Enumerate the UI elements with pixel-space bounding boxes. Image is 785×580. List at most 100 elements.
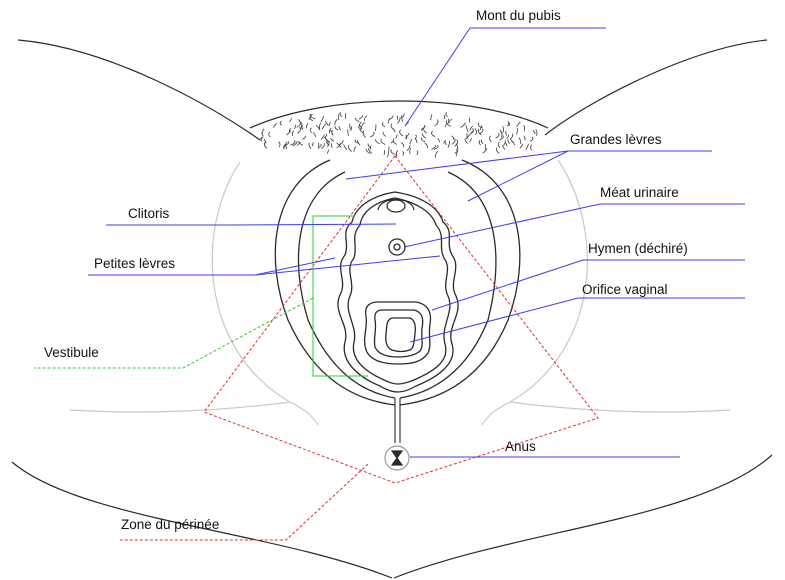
perineal-raphe	[395, 398, 400, 443]
hair-stroke	[321, 116, 324, 122]
hair-stroke	[400, 130, 403, 136]
hair-stroke	[384, 150, 385, 155]
hair-stroke	[469, 118, 470, 123]
hair-stroke	[348, 145, 351, 151]
hair-stroke	[421, 138, 425, 142]
label-mont-du-pubis: Mont du pubis	[476, 9, 561, 23]
hair-stroke	[422, 134, 425, 139]
hair-stroke	[307, 123, 309, 128]
labia-minora	[338, 192, 458, 392]
hair-stroke	[498, 142, 500, 148]
hair-stroke	[446, 112, 448, 117]
hair-stroke	[351, 126, 352, 131]
hair-stroke	[370, 132, 374, 137]
hair-stroke	[383, 132, 386, 137]
hair-stroke	[475, 128, 476, 134]
hair-stroke	[444, 141, 446, 145]
hair-stroke	[391, 150, 396, 155]
hair-stroke	[365, 116, 367, 121]
hair-stroke	[510, 134, 513, 140]
hair-stroke	[354, 147, 356, 152]
hair-stroke	[356, 118, 360, 122]
hair-stroke	[424, 130, 427, 133]
hair-stroke	[370, 145, 371, 149]
hair-stroke	[292, 131, 293, 136]
hair-stroke	[297, 122, 301, 127]
hair-stroke	[309, 143, 311, 149]
hair-stroke	[326, 121, 329, 125]
hair-stroke	[363, 131, 365, 138]
hair-stroke	[508, 139, 510, 144]
hair-stroke	[316, 125, 319, 129]
pubic-hair-pattern	[260, 112, 537, 158]
hair-stroke	[331, 138, 334, 141]
hair-stroke	[415, 135, 417, 139]
hair-stroke	[321, 143, 324, 148]
leader-petites-levres-2	[255, 256, 440, 275]
hair-stroke	[322, 124, 326, 129]
hair-stroke	[530, 137, 533, 141]
hair-stroke	[447, 123, 450, 126]
hair-stroke	[496, 148, 499, 154]
label-meat-urinaire: Méat urinaire	[600, 186, 679, 200]
hair-stroke	[480, 126, 482, 131]
hair-stroke	[279, 142, 280, 147]
hair-stroke	[421, 125, 424, 129]
hair-stroke	[517, 122, 521, 127]
hair-stroke	[478, 123, 482, 128]
hair-stroke	[435, 120, 439, 126]
hair-stroke	[503, 126, 504, 132]
hair-stroke	[339, 140, 343, 145]
leader-grandes-levres-2	[468, 151, 568, 201]
hair-stroke	[470, 126, 473, 130]
hair-stroke	[485, 144, 486, 149]
hair-stroke	[465, 140, 467, 144]
hair-stroke	[368, 144, 370, 148]
right-thigh-upper-contour	[545, 40, 767, 135]
label-zone-du-perinee: Zone du périnée	[121, 518, 219, 532]
hair-stroke	[396, 150, 398, 157]
hair-stroke	[394, 129, 396, 133]
hair-stroke	[519, 138, 521, 145]
hair-stroke	[381, 139, 385, 145]
hair-stroke	[435, 151, 438, 157]
labia-majora	[275, 160, 520, 405]
hair-stroke	[290, 118, 292, 122]
leader-grandes-levres	[346, 151, 712, 179]
hair-stroke	[312, 142, 313, 146]
label-vestibule: Vestibule	[44, 346, 99, 360]
hair-stroke	[389, 116, 393, 120]
anus	[385, 446, 409, 470]
hair-stroke	[524, 136, 525, 140]
hair-stroke	[388, 151, 389, 158]
hair-stroke	[294, 125, 296, 129]
hair-stroke	[449, 119, 451, 123]
urinary-meatus	[389, 239, 405, 255]
hair-stroke	[531, 145, 533, 151]
hair-stroke	[506, 131, 507, 136]
hair-stroke	[340, 112, 342, 117]
hair-stroke	[444, 115, 445, 119]
hair-stroke	[483, 148, 487, 153]
hair-stroke	[401, 142, 403, 147]
leader-meat-urinaire	[404, 204, 745, 247]
hair-stroke	[402, 152, 404, 156]
hair-stroke	[536, 129, 537, 136]
hair-stroke	[402, 115, 403, 122]
hair-stroke	[376, 139, 380, 144]
hair-stroke	[425, 143, 428, 148]
hair-stroke	[489, 136, 491, 142]
hair-stroke	[393, 141, 396, 144]
label-petites-levres: Petites lèvres	[94, 257, 175, 271]
right-buttock-contour	[394, 455, 772, 578]
hair-stroke	[382, 123, 385, 127]
vaginal-orifice	[365, 302, 431, 364]
hair-stroke	[524, 125, 525, 131]
hair-stroke	[533, 131, 535, 134]
hair-stroke	[452, 136, 454, 140]
hair-stroke	[470, 131, 474, 135]
perineum-zone	[118, 156, 598, 540]
hair-stroke	[280, 121, 282, 125]
label-grandes-levres: Grandes lèvres	[570, 133, 662, 147]
hair-stroke	[291, 140, 296, 145]
